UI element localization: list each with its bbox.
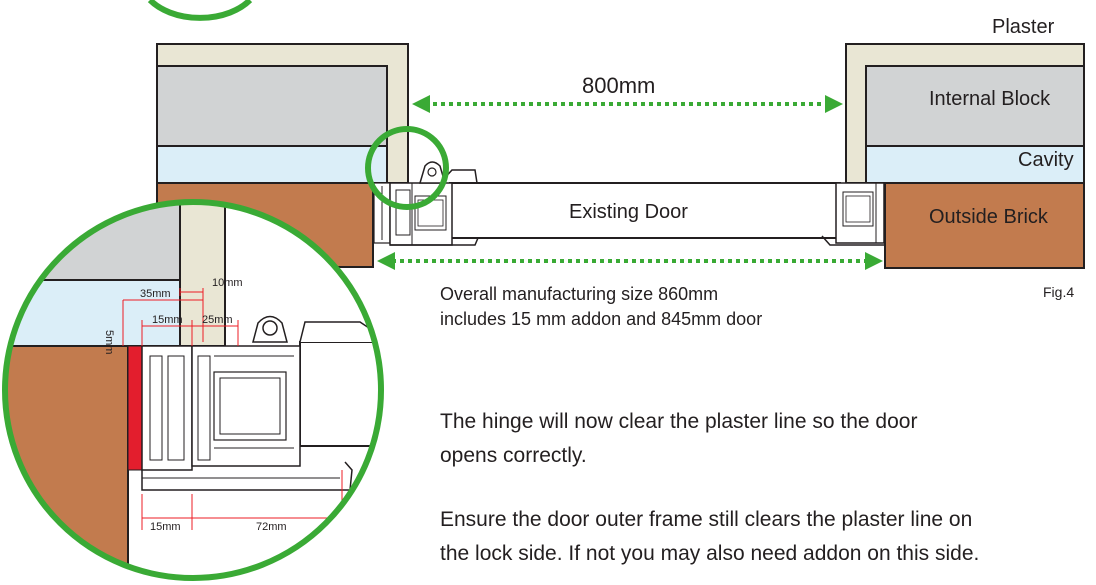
zoom-circle-border <box>2 199 384 581</box>
dim-35mm: 35mm <box>140 288 171 300</box>
dim-800-arrow <box>412 95 843 113</box>
paragraph-2-line1: Ensure the door outer frame still clears… <box>440 508 973 531</box>
top-arc <box>147 0 253 21</box>
dim-15mm-top: 15mm <box>152 314 183 326</box>
width-800-label: 800mm <box>582 73 656 98</box>
outside-brick-label: Outside Brick <box>929 206 1048 228</box>
left-internal-block <box>156 65 388 147</box>
manufacturing-note-line2: includes 15 mm addon and 845mm door <box>440 309 763 329</box>
right-outside-brick <box>884 182 1085 269</box>
zoom-addon <box>127 345 143 471</box>
dim-860-arrow <box>377 252 883 270</box>
fig-label: Fig.4 <box>1043 284 1075 300</box>
manufacturing-note-line1: Overall manufacturing size 860mm <box>440 284 719 304</box>
plaster-label: Plaster <box>992 16 1055 38</box>
paragraph-1-line1: The hinge will now clear the plaster lin… <box>440 410 918 433</box>
dim-72mm: 72mm <box>256 521 287 533</box>
dim-25mm: 25mm <box>202 314 233 326</box>
highlight-circle <box>365 126 449 210</box>
dim-10mm: 10mm <box>212 277 243 289</box>
internal-block-label: Internal Block <box>929 88 1051 110</box>
right-cavity <box>865 145 1085 184</box>
left-cavity <box>156 145 388 184</box>
cavity-label: Cavity <box>1018 149 1074 171</box>
existing-door-label: Existing Door <box>569 201 688 223</box>
paragraph-1-line2: opens correctly. <box>440 444 587 467</box>
dim-15mm-bottom: 15mm <box>150 521 181 533</box>
dim-5mm: 5mm <box>103 330 115 355</box>
right-wall <box>845 43 1085 269</box>
paragraph-2-line2: the lock side. If not you may also need … <box>440 542 980 565</box>
zoom-detail <box>5 202 381 578</box>
